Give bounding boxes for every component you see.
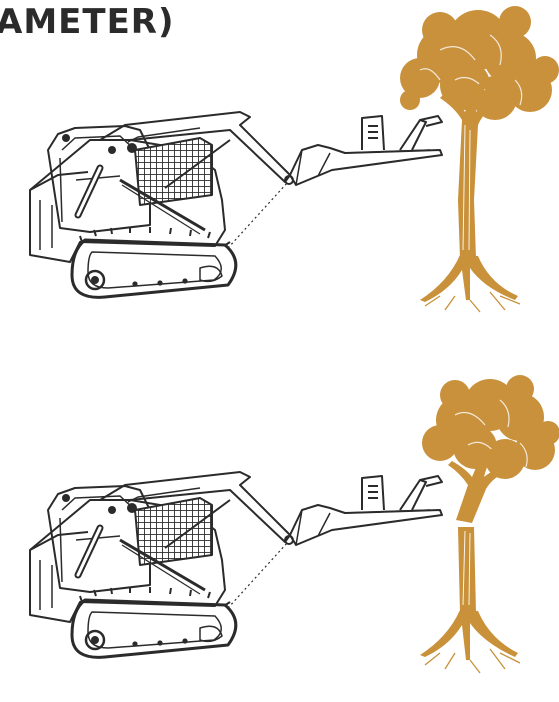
skid-steer-loader: [30, 472, 442, 657]
skid-steer-loader: [30, 112, 442, 297]
scene-before-cut: [0, 0, 559, 345]
track-inner: [88, 252, 221, 288]
saw-attachment: [290, 116, 442, 185]
saw-attachment: [290, 476, 442, 545]
cab: [48, 126, 150, 232]
tree-standing: [400, 6, 559, 312]
scene-after-cut: [0, 355, 559, 702]
tree-foliage: [422, 375, 559, 479]
scene-before-svg: [0, 0, 559, 345]
tree-severed: [420, 375, 559, 673]
tree-foliage: [400, 6, 559, 120]
scene-after-svg: [0, 355, 559, 702]
